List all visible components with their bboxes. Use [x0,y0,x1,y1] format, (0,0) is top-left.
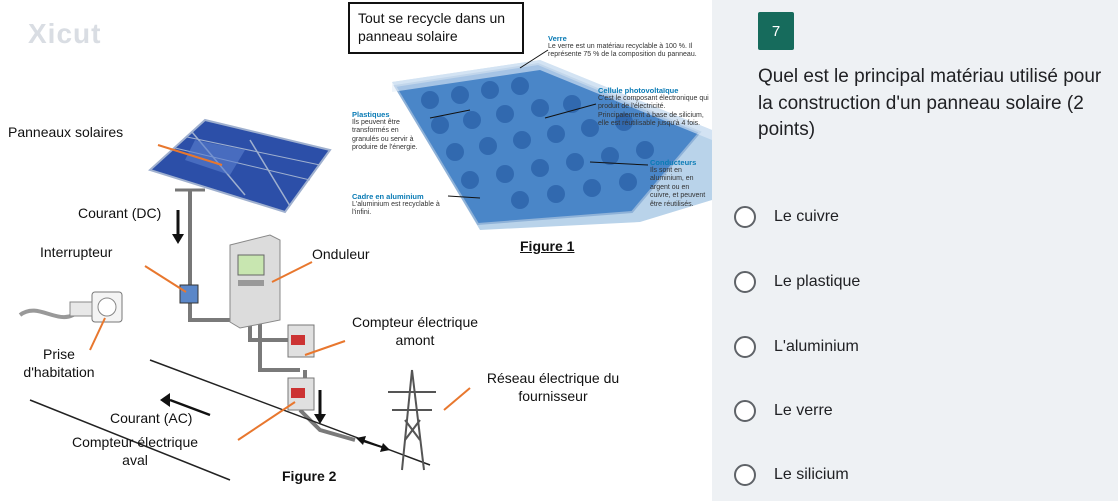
label-courant-dc: Courant (DC) [78,205,162,221]
diagram-image: Xicut Tout se recycle dans un panneau so… [0,0,712,501]
label-onduleur: Onduleur [312,246,370,262]
diagram-drawing [18,49,712,481]
radio-button[interactable] [734,464,756,486]
option-silicium[interactable]: Le silicium [734,462,849,488]
radio-button[interactable] [734,206,756,228]
figure1-caption: Figure 1 [520,238,575,254]
option-label: Le plastique [774,273,861,290]
label-interrupteur: Interrupteur [40,244,113,260]
figure1-title: Tout se recycle dans un panneau solaire [348,2,524,54]
fig1-solar-panel [392,49,712,230]
option-verre[interactable]: Le verre [734,398,833,424]
fig2-pylon [388,369,436,471]
label-courant-ac: Courant (AC) [110,410,193,426]
radio-button[interactable] [734,336,756,358]
fig2-leader-lines [89,144,471,441]
radio-button[interactable] [734,271,756,293]
option-aluminium[interactable]: L'aluminium [734,334,859,360]
option-label: Le verre [774,402,833,419]
radio-button[interactable] [734,400,756,422]
question-panel [712,0,1118,501]
watermark-logo: Xicut [28,18,102,49]
option-label: Le silicium [774,466,849,483]
fig2-socket [18,291,123,323]
question-number-badge: 7 [758,12,794,50]
figure2-caption: Figure 2 [282,468,337,484]
fig2-onduleur [229,234,281,329]
question-text: Quel est le principal matériau utilisé p… [758,66,1102,141]
option-plastique[interactable]: Le plastique [734,269,860,295]
label-panneaux: Panneaux solaires [8,124,124,140]
option-cuivre[interactable]: Le cuivre [734,204,839,230]
fig2-solar-panels [148,118,332,300]
option-label: L'aluminium [774,338,859,355]
option-label: Le cuivre [774,208,839,225]
